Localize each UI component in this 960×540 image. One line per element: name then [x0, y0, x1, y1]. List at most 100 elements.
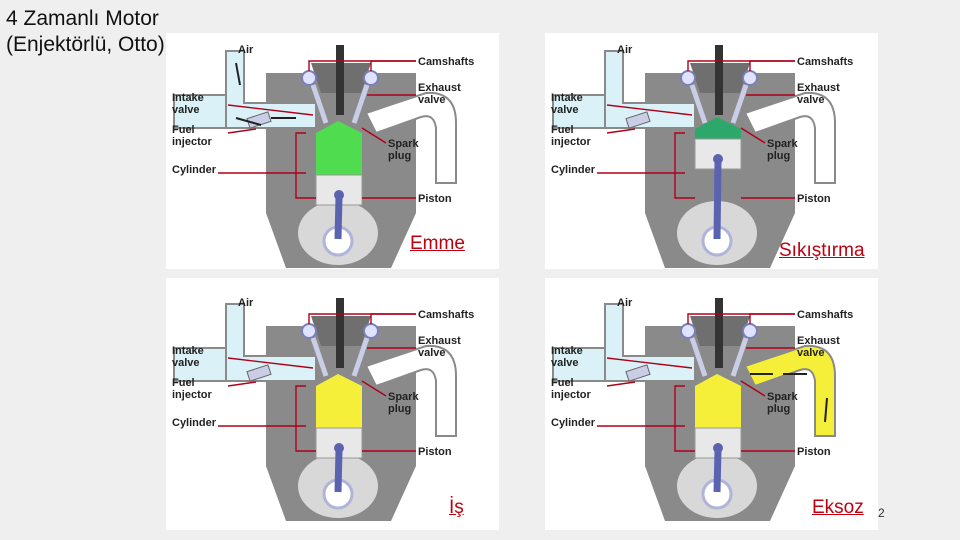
intake-runner	[552, 94, 606, 129]
intake-valve-icon	[310, 337, 329, 377]
label-spark-plug: Spark	[767, 391, 798, 403]
stroke-label-intake: Emme	[410, 233, 465, 254]
leader-line	[370, 60, 416, 71]
intake-runner	[552, 347, 606, 382]
camshaft-right-icon	[363, 323, 379, 339]
engine-diagram-4: AirCamshaftsExhaustvalveIntakevalveFueli…	[551, 297, 853, 521]
leader-line	[740, 127, 766, 144]
connecting-rod-icon	[334, 196, 343, 240]
camshaft-right-icon	[363, 70, 379, 86]
fuel-injector-icon	[625, 364, 651, 382]
camshaft-right-icon	[742, 70, 758, 86]
exhaust-valve-icon	[730, 84, 749, 124]
label-exhaust-valve-2: valve	[797, 347, 825, 359]
stroke-label-power: İş	[449, 497, 464, 518]
label-intake-valve: Intake	[551, 92, 583, 104]
label-piston: Piston	[418, 193, 452, 205]
leader-line	[361, 380, 387, 397]
leader-line	[749, 313, 795, 324]
leader-line	[606, 357, 693, 369]
cylinder-bracket	[295, 132, 316, 199]
leader-line	[361, 127, 387, 144]
label-spark-plug: Spark	[767, 138, 798, 150]
label-intake-valve: Intake	[172, 92, 204, 104]
exhaust-valve-icon	[351, 337, 370, 377]
leader-line	[749, 60, 795, 71]
intake-port	[604, 50, 696, 129]
fuel-injector-icon	[246, 364, 272, 382]
camshaft-right-icon	[742, 323, 758, 339]
leader-line	[740, 380, 766, 397]
engine-group: AirCamshaftsExhaustvalveIntakevalveFueli…	[551, 44, 853, 268]
spark-plug-icon	[715, 298, 723, 368]
leader-line	[227, 128, 257, 134]
engine-diagram-3: AirCamshaftsExhaustvalveIntakevalveFueli…	[172, 297, 474, 521]
label-exhaust-valve: Exhaust	[797, 335, 840, 347]
page-number: 2	[878, 506, 885, 520]
label-air: Air	[238, 297, 254, 309]
label-camshafts: Camshafts	[797, 56, 853, 68]
camshaft-left-icon	[301, 70, 317, 86]
label-intake-valve: Intake	[551, 345, 583, 357]
intake-port	[604, 303, 696, 382]
label-exhaust-valve-2: valve	[418, 347, 446, 359]
label-exhaust-valve-2: valve	[418, 94, 446, 106]
label-fuel-injector: Fuel	[551, 377, 574, 389]
engine-diagram-1: AirCamshaftsExhaustvalveIntakevalveFueli…	[172, 44, 474, 268]
stroke-label-exhaust: Eksoz	[812, 497, 864, 518]
leader-line	[227, 104, 314, 116]
label-fuel-injector: Fuel	[172, 124, 195, 136]
leader-line	[227, 357, 314, 369]
label-spark-plug-2: plug	[767, 150, 790, 162]
engine-group: AirCamshaftsExhaustvalveIntakevalveFueli…	[172, 44, 474, 268]
slide-title: 4 Zamanlı Motor (Enjektörlü, Otto)	[6, 7, 165, 56]
label-exhaust-valve: Exhaust	[797, 82, 840, 94]
label-fuel-injector-2: injector	[172, 389, 212, 401]
label-cylinder: Cylinder	[551, 417, 596, 429]
exhaust-port	[364, 91, 457, 184]
label-intake-valve-2: valve	[551, 104, 579, 116]
label-camshafts: Camshafts	[418, 56, 474, 68]
label-exhaust-valve: Exhaust	[418, 82, 461, 94]
connecting-rod-icon	[334, 449, 343, 493]
leader-line	[606, 104, 693, 116]
exhaust-valve-icon	[351, 84, 370, 124]
label-air: Air	[617, 44, 633, 56]
engine-group: AirCamshaftsExhaustvalveIntakevalveFueli…	[172, 297, 474, 521]
exhaust-port	[743, 344, 836, 437]
intake-runner	[173, 347, 227, 382]
label-piston: Piston	[797, 193, 831, 205]
engine-group: AirCamshaftsExhaustvalveIntakevalveFueli…	[551, 297, 853, 521]
engine-diagram-2: AirCamshaftsExhaustvalveIntakevalveFueli…	[551, 44, 853, 268]
fuel-injector-icon	[625, 111, 651, 129]
intake-runner	[173, 94, 227, 129]
camshaft-left-icon	[680, 323, 696, 339]
label-cylinder: Cylinder	[551, 164, 596, 176]
label-fuel-injector: Fuel	[551, 124, 574, 136]
spark-plug-icon	[715, 45, 723, 115]
label-cylinder: Cylinder	[172, 164, 217, 176]
intake-valve-icon	[689, 337, 708, 377]
label-cylinder: Cylinder	[172, 417, 217, 429]
camshaft-left-icon	[301, 323, 317, 339]
intake-flow-arrow-icon	[235, 117, 262, 126]
intake-valve-icon	[689, 84, 708, 124]
label-air: Air	[617, 297, 633, 309]
cylinder-bracket	[295, 385, 316, 452]
stroke-label-compression: Sıkıştırma	[779, 240, 865, 261]
label-camshafts: Camshafts	[797, 309, 853, 321]
leader-line	[606, 128, 636, 134]
connecting-rod-icon	[713, 449, 722, 493]
exhaust-flow-arrow-3-icon	[824, 397, 828, 423]
spark-plug-icon	[336, 298, 344, 368]
label-fuel-injector-2: injector	[551, 136, 591, 148]
connecting-rod-icon	[713, 160, 722, 240]
label-piston: Piston	[418, 446, 452, 458]
label-fuel-injector: Fuel	[172, 377, 195, 389]
combustion-chamber	[316, 374, 362, 428]
intake-port	[225, 50, 317, 129]
